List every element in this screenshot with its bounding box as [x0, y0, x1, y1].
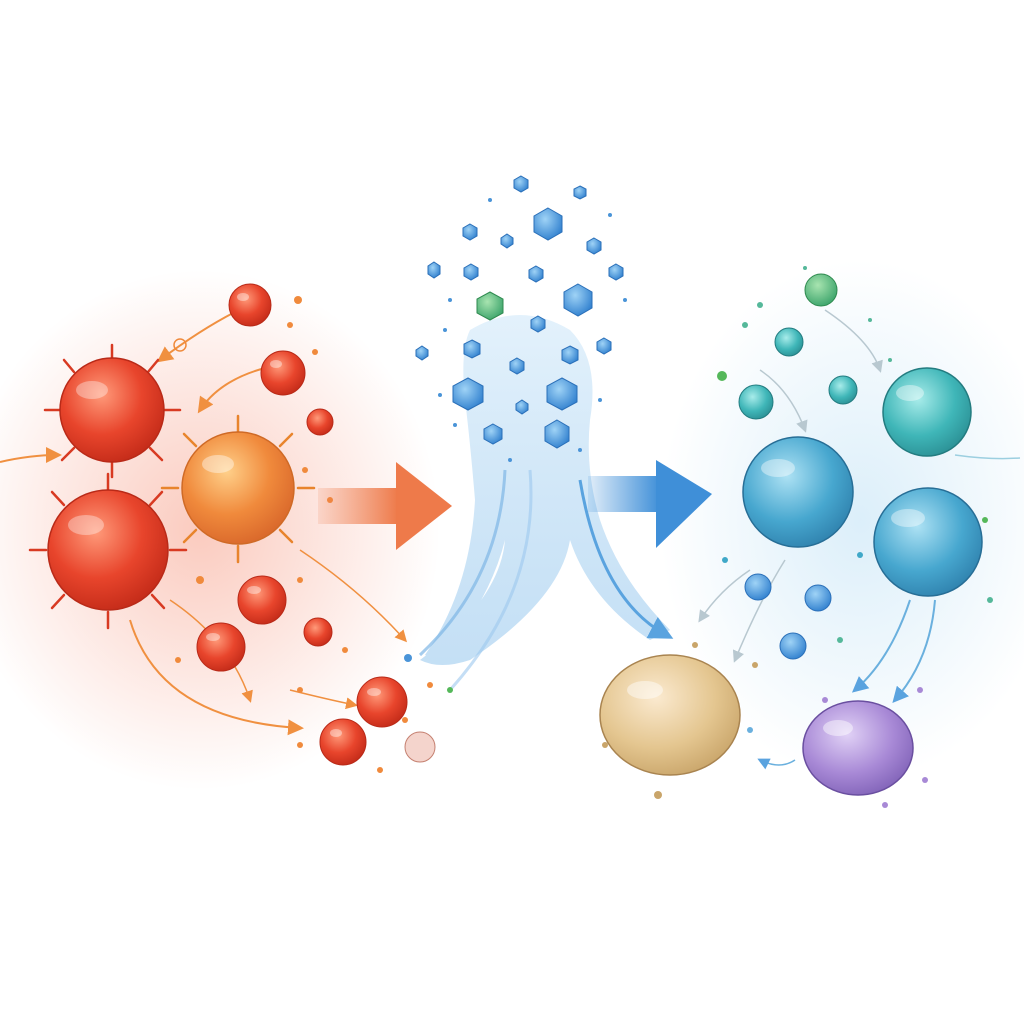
- purple-cell: [802, 700, 914, 796]
- hexagon-molecules: [415, 175, 624, 449]
- flow-arrow: [156, 311, 236, 363]
- beige-cell: [599, 654, 741, 776]
- small-red-cell: [356, 676, 408, 728]
- flow-arrow: [289, 689, 358, 710]
- flow-arrow: [299, 549, 408, 643]
- signal-molecule-stage: [404, 175, 674, 693]
- small-red-cell: [319, 718, 367, 766]
- arrow-to-signals: [318, 462, 452, 550]
- green-signal-molecule: [476, 291, 504, 321]
- small-pale-cell: [404, 731, 436, 763]
- flow-arrow: [892, 599, 936, 704]
- resolved-cell-cluster: [599, 266, 1021, 808]
- spiky-red-cell: [28, 472, 188, 630]
- blue-cell: [873, 487, 983, 597]
- spiky-red-cell: [43, 343, 182, 479]
- small-teal-cell: [828, 375, 858, 405]
- small-green-cell: [804, 273, 838, 307]
- flow-arrow: [698, 569, 751, 623]
- small-blue-cell: [804, 584, 832, 612]
- flow-arrow: [954, 454, 1021, 460]
- inflammatory-cell-cluster: [0, 283, 436, 773]
- flow-arrow: [757, 758, 796, 770]
- small-teal-cell: [738, 384, 774, 420]
- flow-arrow: [759, 369, 808, 433]
- small-teal-cell: [774, 327, 804, 357]
- small-blue-cell: [779, 632, 807, 660]
- flow-arrow: [129, 619, 304, 736]
- small-red-cell: [306, 408, 334, 436]
- small-red-cell: [260, 350, 306, 396]
- flow-arrow: [732, 559, 786, 663]
- flow-arrow: [197, 367, 266, 414]
- flow-arrow: [851, 599, 911, 693]
- small-red-cell: [228, 283, 272, 327]
- small-red-cell: [196, 622, 246, 672]
- teal-cell: [882, 367, 972, 457]
- resolved-particles: [602, 266, 993, 808]
- flow-arrow: [578, 479, 674, 639]
- spiky-orange-cell: [160, 414, 316, 564]
- small-red-cell: [303, 617, 333, 647]
- flow-arrow: [0, 447, 62, 464]
- signal-dust: [404, 198, 627, 693]
- small-red-cell: [237, 575, 287, 625]
- flow-arrow: [824, 309, 883, 373]
- small-blue-cell: [744, 573, 772, 601]
- arrow-to-resolution: [588, 460, 712, 548]
- blue-cell: [742, 436, 854, 548]
